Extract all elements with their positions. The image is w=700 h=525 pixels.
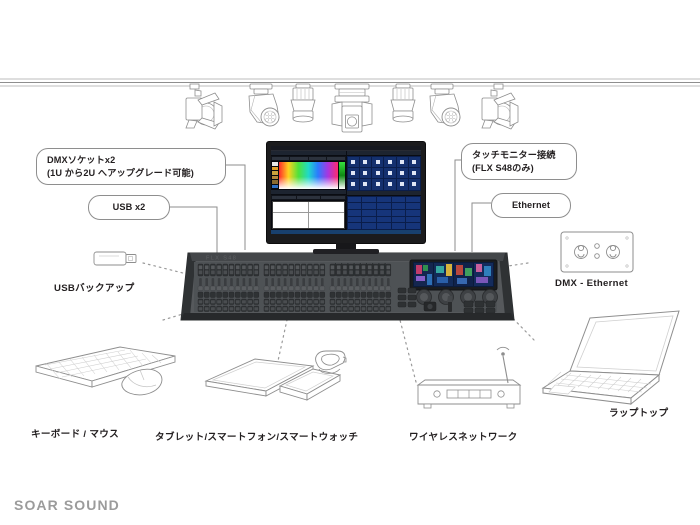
cue-list[interactable]: [272, 200, 345, 229]
palette-panel-header: [346, 190, 421, 196]
leader-lines-left: [170, 164, 246, 256]
usb-stick-icon: [93, 251, 137, 266]
touch-monitor[interactable]: [267, 142, 425, 254]
fixture-moving-spot-1: [248, 83, 280, 127]
smartphone-icon: [278, 368, 342, 401]
monitor-stand-neck: [336, 243, 356, 250]
callout-ethernet[interactable]: Ethernet: [491, 193, 571, 218]
monitor-bezel: [267, 142, 425, 243]
svg-text:FLX S48: FLX S48: [206, 256, 237, 262]
leader-lines-right: [454, 159, 491, 252]
palette-grid[interactable]: [346, 195, 421, 230]
command-line[interactable]: [271, 230, 421, 234]
callout-usb-x2[interactable]: USB x2: [88, 195, 170, 220]
laptop-icon: [541, 310, 680, 406]
fixture-moving-wash-center: [331, 83, 373, 133]
colour-gamut[interactable]: [279, 162, 338, 189]
fixture-fresnel-right: [481, 83, 519, 130]
encoder-wheels: [416, 289, 498, 305]
colour-panel-tabs[interactable]: [271, 156, 346, 161]
cue-panel-tabs[interactable]: [271, 194, 346, 200]
fixture-profile-2: [390, 83, 416, 123]
mouse-icon: [121, 368, 163, 396]
playback-panel-header: [346, 151, 421, 156]
monitor-stand-base: [313, 249, 379, 254]
fixture-fresnel-left: [185, 83, 223, 130]
monitor-screen: [271, 146, 421, 234]
dmx-ethernet-node-icon: [560, 231, 634, 273]
colour-picker[interactable]: [271, 161, 346, 190]
console-titlebar: [271, 146, 421, 151]
caption-usb-backup: USBバックアップ: [54, 283, 135, 294]
caption-wireless-network: ワイヤレスネットワーク: [409, 432, 518, 443]
colour-panel-header: [271, 151, 346, 156]
smartwatch-icon: [315, 350, 347, 374]
brand-logo: SOAR SOUND: [14, 497, 120, 513]
callout-dmx-sockets[interactable]: DMXソケットx2 (1U から2U へアップグレード可能): [36, 148, 226, 186]
fixture-moving-spot-2: [429, 83, 461, 127]
caption-dmx-ethernet: DMX - Ethernet: [555, 278, 628, 289]
keyboard-icon: [35, 346, 176, 388]
lighting-console: FLX S48: [180, 252, 515, 321]
playback-grid[interactable]: [346, 156, 421, 191]
caption-keyboard-mouse: キーボード / マウス: [31, 429, 120, 440]
cue-panel-header: [271, 189, 346, 195]
intensity-strip[interactable]: [338, 162, 345, 189]
caption-tablet-phone-watch: タブレット/スマートフォン/スマートウォッチ: [155, 432, 359, 443]
fixture-profile-1: [290, 83, 316, 123]
wireless-router-icon: [416, 346, 522, 409]
caption-laptop: ラップトップ: [609, 408, 669, 419]
colour-swatches[interactable]: [272, 162, 279, 189]
callout-touch-monitor[interactable]: タッチモニター接続 (FLX S48のみ): [461, 143, 577, 181]
